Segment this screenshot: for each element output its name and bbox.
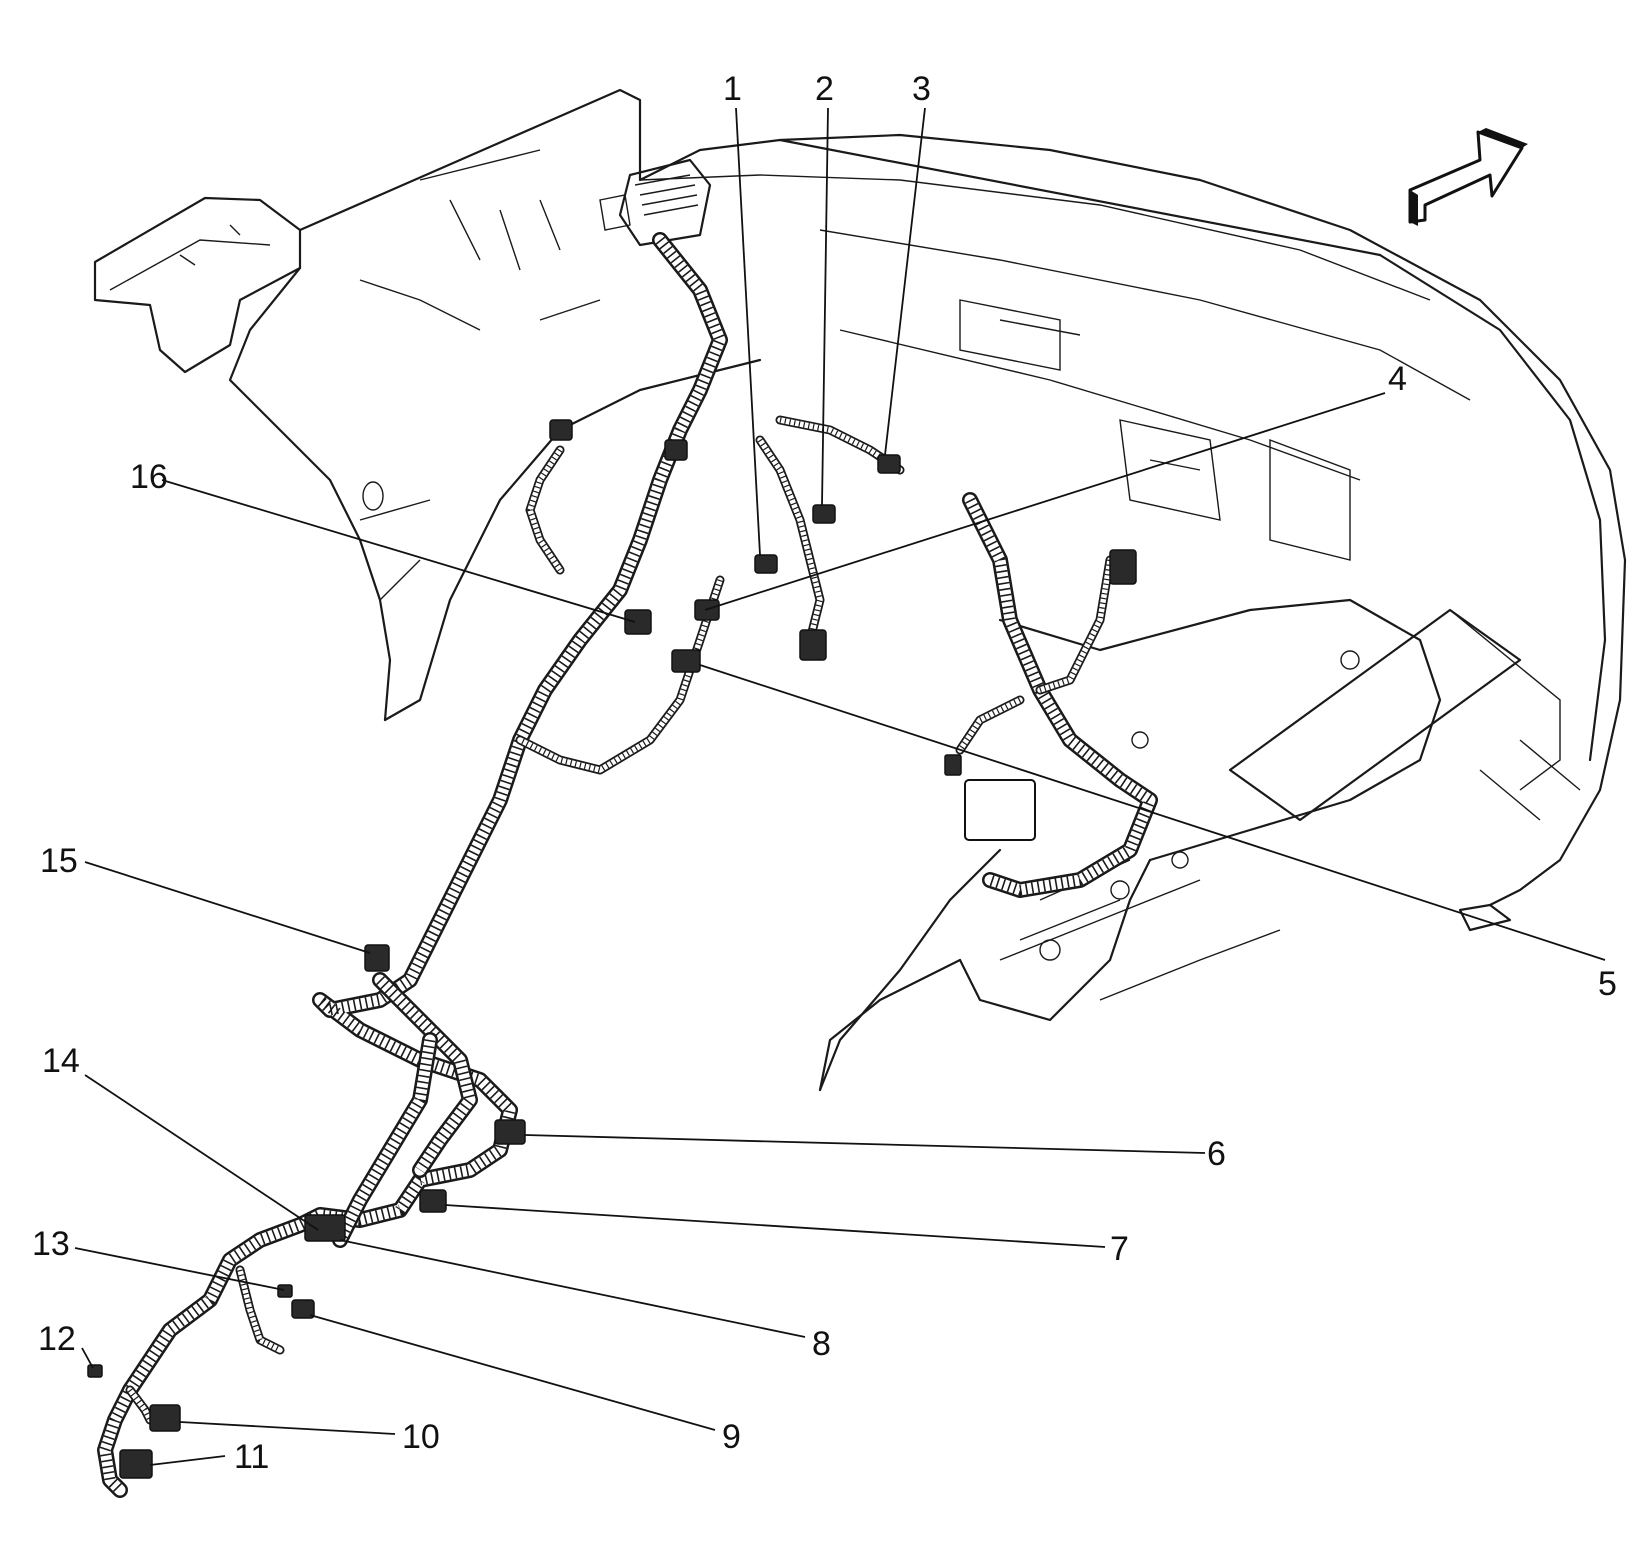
- connector-3: [877, 454, 901, 474]
- callout-labels: 1 2 3 4 5 6 7 8 9 10 11 12 13 14 15 16: [32, 70, 1617, 1476]
- vehicle-body: [93, 88, 1627, 1092]
- harness-trunk: [97, 232, 728, 1498]
- callout-6: 6: [1207, 1135, 1226, 1173]
- callout-10: 10: [402, 1418, 440, 1456]
- harness-small-branches: [125, 415, 1115, 1425]
- connector-10: [149, 1404, 181, 1432]
- forward-arrow-icon: [1408, 128, 1528, 226]
- connector-mid-upper: [664, 439, 688, 461]
- connector-15: [364, 944, 390, 972]
- connector-16: [624, 609, 652, 635]
- connector-small-right: [944, 754, 962, 776]
- callout-15: 15: [40, 842, 78, 880]
- callout-3: 3: [912, 70, 931, 108]
- connector-2: [812, 504, 836, 524]
- connector-8: [304, 1214, 346, 1242]
- wiring-harness: [97, 232, 1158, 1498]
- connectors: [87, 419, 1137, 1479]
- callout-1: 1: [723, 70, 742, 108]
- callout-13: 13: [32, 1225, 70, 1263]
- large-connector-block: [964, 779, 1036, 841]
- connector-1: [754, 554, 778, 574]
- callout-4: 4: [1388, 360, 1407, 398]
- callout-12: 12: [38, 1320, 76, 1358]
- connector-right-pigtail: [1109, 549, 1137, 585]
- callout-14: 14: [42, 1042, 80, 1080]
- connector-center-pigtail: [799, 629, 827, 661]
- callout-9: 9: [722, 1418, 741, 1456]
- callout-11: 11: [234, 1438, 269, 1476]
- callout-5: 5: [1598, 965, 1617, 1003]
- connector-5: [671, 649, 701, 673]
- harness-lower-run: [332, 972, 478, 1248]
- connector-6: [494, 1119, 526, 1145]
- callout-16: 16: [130, 458, 168, 496]
- connector-9: [291, 1299, 315, 1319]
- callout-2: 2: [815, 70, 834, 108]
- connector-7: [419, 1189, 447, 1213]
- harness-right-branch: [962, 492, 1158, 898]
- connector-left-upper: [549, 419, 573, 441]
- callout-7: 7: [1110, 1230, 1129, 1268]
- callout-8: 8: [812, 1325, 831, 1363]
- connector-11: [119, 1449, 153, 1479]
- leader-lines: [74, 107, 1606, 1466]
- connector-12: [87, 1364, 103, 1378]
- connector-13: [277, 1284, 293, 1298]
